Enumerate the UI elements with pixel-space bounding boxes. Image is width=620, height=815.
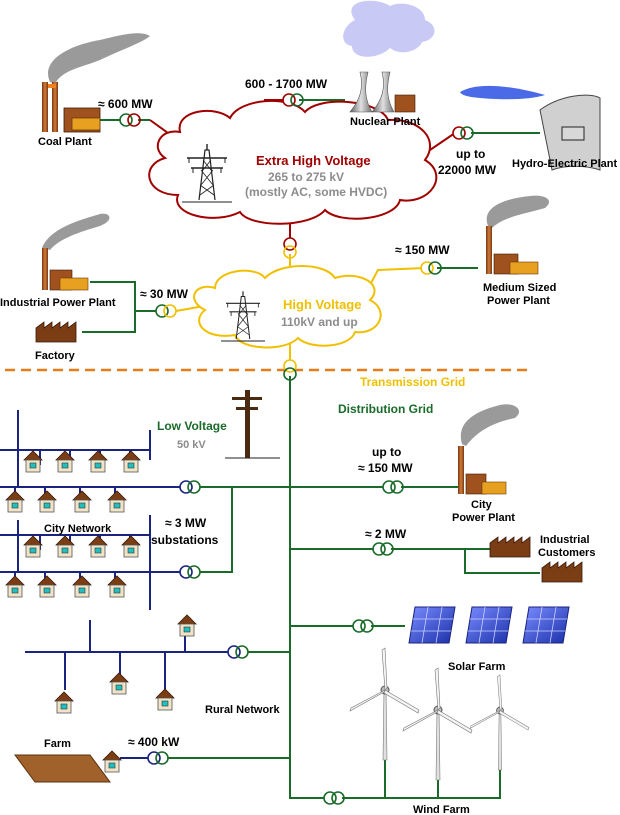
substations-line2: substations xyxy=(151,533,219,547)
transmission-grid-label: Transmission Grid xyxy=(360,375,465,389)
solar-farm-icon xyxy=(408,606,570,644)
distribution-trunk xyxy=(168,376,540,799)
city-power-plant-icon xyxy=(458,404,520,495)
low-voltage-label: Low Voltage xyxy=(157,419,227,433)
medium-plant-line2: Power Plant xyxy=(487,295,550,307)
ehv-pylon-icon xyxy=(182,143,232,203)
industrial-customers-line2: Customers xyxy=(538,547,595,559)
hydro-mw-line2: 22000 MW xyxy=(438,163,497,177)
transformer-industrial xyxy=(155,304,177,318)
farm-kw-label: ≈ 400 kW xyxy=(128,735,180,749)
labels: Coal Plant ≈ 600 MW 600 - 1700 MW Nuclea… xyxy=(0,77,617,815)
city-network-label: City Network xyxy=(44,523,112,535)
coal-mw-label: ≈ 600 MW xyxy=(98,97,153,111)
transformer-coal xyxy=(119,113,141,127)
nuclear-plant-label: Nuclear Plant xyxy=(350,116,421,128)
hv-range: 110kV and up xyxy=(281,315,358,329)
hv-title: High Voltage xyxy=(283,297,361,312)
factory-icon xyxy=(35,321,77,343)
transformer-farm xyxy=(147,751,169,765)
ehv-title: Extra High Voltage xyxy=(256,153,371,168)
industrial-customers-mw: ≈ 2 MW xyxy=(365,527,407,541)
factory-label: Factory xyxy=(35,350,76,362)
transformer-hydro xyxy=(452,126,474,140)
city-houses-lower xyxy=(5,535,141,598)
industrial-power-plant-icon xyxy=(42,213,110,291)
wind-farm-label: Wind Farm xyxy=(413,804,470,815)
rural-houses xyxy=(54,614,197,714)
nuclear-plant-icon xyxy=(343,0,435,113)
transformer-nuclear xyxy=(282,93,304,107)
transformer-medium xyxy=(420,261,442,275)
solar-farm-label: Solar Farm xyxy=(448,661,506,673)
hv-cloud xyxy=(193,265,382,349)
rural-network-label: Rural Network xyxy=(205,704,280,716)
hydro-plant-label: Hydro-Electric Plant xyxy=(512,158,617,170)
utility-pole-icon xyxy=(225,390,280,459)
transformer-hv-distribution xyxy=(283,359,297,381)
city-mw-line2: ≈ 150 MW xyxy=(358,461,413,475)
transformer-city-upper xyxy=(179,480,201,494)
transformer-city-plant xyxy=(382,480,404,494)
hv-pylon-icon xyxy=(221,290,265,342)
farm-field-icon xyxy=(14,750,122,783)
transformer-industrial-customers xyxy=(372,542,394,556)
city-plant-line2: Power Plant xyxy=(452,512,515,524)
medium-power-plant-icon xyxy=(486,195,550,275)
coal-plant-icon xyxy=(42,33,150,133)
distribution-grid-label: Distribution Grid xyxy=(338,402,433,416)
nuclear-mw-label: 600 - 1700 MW xyxy=(245,77,328,91)
transformer-city-lower xyxy=(179,565,201,579)
city-mw-line1: up to xyxy=(372,445,401,459)
industrial-plant-label: Industrial Power Plant xyxy=(0,297,116,309)
plant-feeder-lines xyxy=(82,99,540,333)
medium-mw-label: ≈ 150 MW xyxy=(395,243,450,257)
transformer-solar xyxy=(352,619,374,633)
medium-plant-line1: Medium Sized xyxy=(483,282,556,294)
transformer-wind xyxy=(323,791,345,805)
low-voltage-kv-label: 50 kV xyxy=(177,439,206,451)
city-houses-upper xyxy=(5,450,141,513)
transformer-rural xyxy=(227,645,249,659)
industrial-customers-line1: Industrial xyxy=(540,534,590,546)
hydro-mw-line1: up to xyxy=(456,147,485,161)
hydro-plant-icon xyxy=(460,85,601,171)
industrial-mw-label: ≈ 30 MW xyxy=(140,287,189,301)
coal-plant-label: Coal Plant xyxy=(38,136,92,148)
farm-label: Farm xyxy=(44,738,71,750)
transformer-ehv-hv xyxy=(283,237,297,259)
ehv-range: 265 to 275 kV xyxy=(268,170,344,184)
city-plant-line1: City xyxy=(471,499,493,511)
ehv-note: (mostly AC, some HVDC) xyxy=(245,185,387,199)
substations-line1: ≈ 3 MW xyxy=(165,516,207,530)
